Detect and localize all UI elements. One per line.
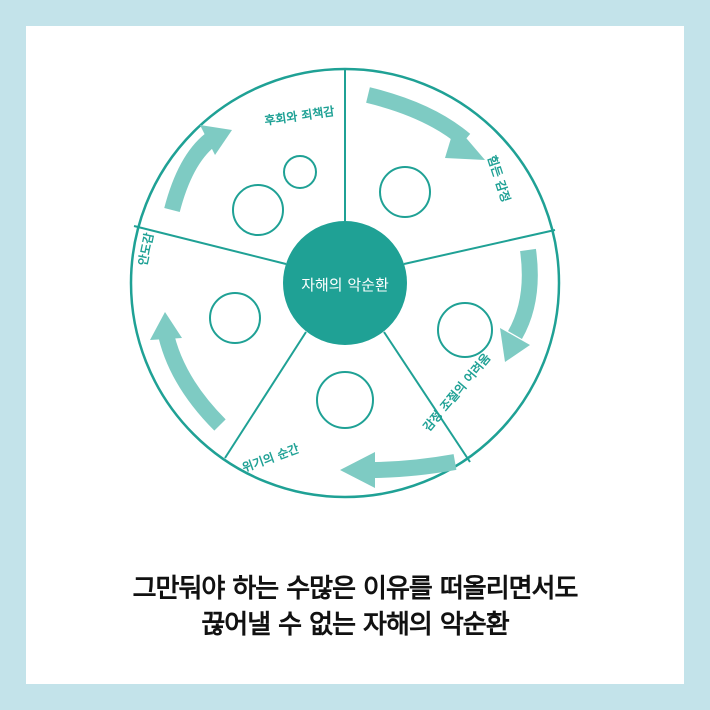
arrow-1 <box>366 87 471 147</box>
arrow-2 <box>507 248 538 339</box>
center-label: 자해의 악순환 <box>301 276 389 294</box>
stage-label-relief: 안도감 <box>135 231 157 267</box>
stage-label-hard-feelings: 힘든 감정 <box>485 153 514 204</box>
arrow-5 <box>164 133 216 213</box>
caption-line-2: 끊어낼 수 없는 자해의 악순환 <box>201 610 509 640</box>
stage-label-crisis: 위기의 순간 <box>240 441 301 475</box>
stage-label-emotion-regulation: 감정 조절의 어려움 <box>420 350 494 434</box>
arrow-3 <box>369 454 457 478</box>
dividers <box>133 69 556 463</box>
character-illustrations <box>209 155 493 429</box>
arrow-heads <box>150 125 530 488</box>
arrow-4 <box>157 328 226 431</box>
card <box>26 26 684 684</box>
center-circle <box>283 221 407 345</box>
caption-line-1: 그만둬야 하는 수많은 이유를 떠올리면서도 <box>132 574 579 604</box>
stage-label-regret: 후회와 죄책감 <box>263 103 335 128</box>
